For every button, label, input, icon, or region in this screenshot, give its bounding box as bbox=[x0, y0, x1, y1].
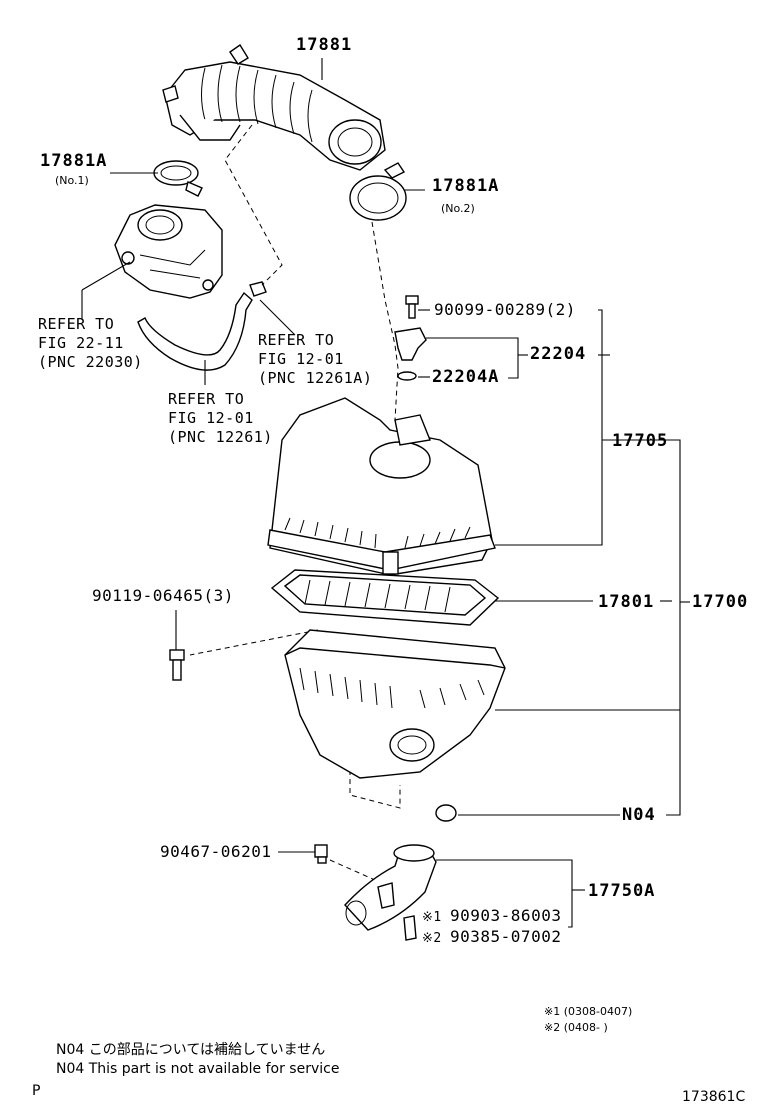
label-17881: 17881 bbox=[296, 35, 353, 55]
upper-case bbox=[267, 397, 496, 576]
clip bbox=[403, 915, 417, 941]
footnote-2: ※2 (0408- ) bbox=[544, 1021, 608, 1034]
label-22204: 22204 bbox=[530, 344, 587, 364]
note-english: N04 This part is not available for servi… bbox=[56, 1061, 340, 1077]
label-17705: 17705 bbox=[612, 431, 669, 451]
refer-to-fig-22-11: REFER TO FIG 22-11 (PNC 22030) bbox=[38, 315, 143, 371]
label-17881a-no2-sub: (No.2) bbox=[441, 202, 475, 215]
label-22204a: 22204A bbox=[432, 367, 500, 387]
note-japanese: N04 この部品については補給していません bbox=[56, 1042, 326, 1058]
airflow-sensor bbox=[394, 327, 427, 381]
label-90467: 90467-06201 bbox=[160, 842, 272, 861]
vent-hose bbox=[137, 281, 267, 371]
clamp-no2 bbox=[349, 162, 407, 221]
bolt-90467 bbox=[314, 844, 328, 864]
throttle-body bbox=[114, 204, 223, 299]
clamp-no1 bbox=[153, 160, 203, 197]
label-17700: 17700 bbox=[692, 592, 749, 612]
label-90099: 90099-00289(2) bbox=[434, 300, 576, 319]
label-17750a: 17750A bbox=[588, 881, 656, 901]
air-filter bbox=[270, 569, 500, 626]
label-17881a-no1: 17881A bbox=[40, 151, 108, 171]
refer-to-fig-12-01-a: REFER TO FIG 12-01 (PNC 12261A) bbox=[258, 331, 373, 387]
corner-letter: P bbox=[32, 1083, 41, 1099]
label-17881a-no1-sub: (No.1) bbox=[55, 174, 89, 187]
bolt-90099 bbox=[405, 295, 419, 319]
label-17881a-no2: 17881A bbox=[432, 176, 500, 196]
mark-2: ※2 bbox=[422, 931, 442, 946]
lower-case bbox=[284, 629, 506, 779]
label-90385: 90385-07002 bbox=[450, 927, 562, 946]
label-90119: 90119-06465(3) bbox=[92, 586, 234, 605]
refer-to-fig-12-01-b: REFER TO FIG 12-01 (PNC 12261) bbox=[168, 390, 273, 446]
label-17801: 17801 bbox=[598, 592, 655, 612]
footnote-1: ※1 (0308-0407) bbox=[544, 1005, 633, 1018]
intake-hose bbox=[162, 44, 386, 171]
figure-code: 173861C bbox=[682, 1089, 746, 1105]
inlet-duct bbox=[344, 844, 437, 931]
grommet bbox=[435, 804, 457, 822]
label-n04: N04 bbox=[622, 805, 656, 825]
bolt-90119 bbox=[169, 649, 185, 681]
label-90903: 90903-86003 bbox=[450, 906, 562, 925]
mark-1: ※1 bbox=[422, 910, 442, 925]
